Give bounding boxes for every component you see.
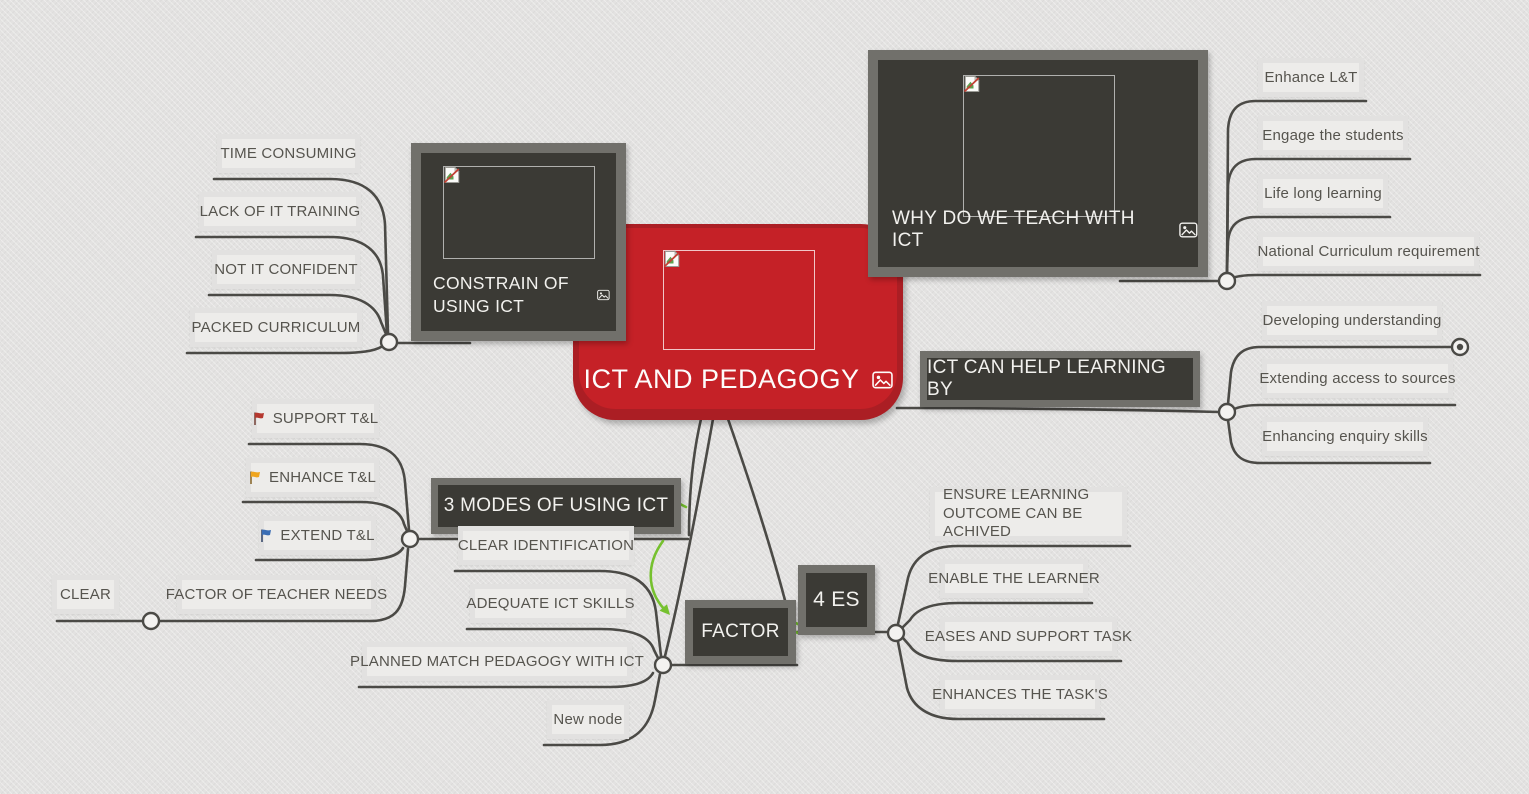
node-label: FACTOR OF TEACHER NEEDS bbox=[165, 586, 388, 603]
node-label: CLEAR IDENTIFICATION bbox=[457, 537, 635, 554]
node-packed-curriculum[interactable]: PACKED CURRICULUM bbox=[190, 308, 362, 347]
topic-constrain[interactable]: CONSTRAIN OF USING ICT bbox=[411, 143, 626, 341]
topic-es[interactable]: 4 ES bbox=[798, 565, 875, 635]
node-enable-the-learner[interactable]: ENABLE THE LEARNER bbox=[928, 559, 1100, 598]
image-outline-icon bbox=[1179, 222, 1198, 238]
junction-help[interactable] bbox=[1217, 402, 1237, 422]
flag-icon-red bbox=[253, 412, 264, 425]
node-label: LACK OF IT TRAINING bbox=[199, 203, 361, 220]
image-outline-icon bbox=[597, 290, 610, 301]
central-title: ICT AND PEDAGOGY bbox=[579, 364, 897, 395]
junction-factor[interactable] bbox=[653, 655, 673, 675]
node-developing-understanding[interactable]: Developing understanding bbox=[1262, 301, 1442, 340]
image-placeholder[interactable] bbox=[663, 250, 815, 350]
node-extend-tl[interactable]: EXTEND T&L bbox=[259, 516, 376, 555]
node-label: Extending access to sources bbox=[1259, 370, 1456, 387]
node-engage-students[interactable]: Engage the students bbox=[1258, 116, 1408, 155]
node-enhancing-enquiry[interactable]: Enhancing enquiry skills bbox=[1262, 417, 1428, 456]
node-label: PLANNED MATCH PEDAGOGY WITH ICT bbox=[350, 653, 645, 670]
node-label: New node bbox=[553, 711, 623, 728]
node-enhance-lt[interactable]: Enhance L&T bbox=[1258, 58, 1364, 97]
node-label: TIME CONSUMING bbox=[220, 145, 357, 162]
node-extending-access[interactable]: Extending access to sources bbox=[1259, 359, 1456, 398]
node-label: NOT IT CONFIDENT bbox=[214, 261, 358, 278]
topic-label: WHY DO WE TEACH WITH ICT bbox=[892, 208, 1135, 251]
line-end-marker[interactable] bbox=[1450, 337, 1470, 357]
branch-factor-lines bbox=[357, 569, 799, 747]
image-placeholder[interactable] bbox=[963, 75, 1115, 217]
junction-why[interactable] bbox=[1217, 271, 1237, 291]
topic-title: CONSTRAIN OF USING ICT bbox=[433, 272, 610, 319]
topic-title: WHY DO WE TEACH WITH ICT bbox=[892, 208, 1198, 252]
node-eases-and-support-task[interactable]: EASES AND SUPPORT TASK bbox=[925, 617, 1132, 656]
topic-why[interactable]: WHY DO WE TEACH WITH ICT bbox=[868, 50, 1208, 277]
node-label: CLEAR bbox=[59, 586, 112, 603]
broken-image-icon bbox=[663, 250, 680, 268]
node-label: National Curriculum requirement bbox=[1257, 243, 1480, 260]
node-clear-identification[interactable]: CLEAR IDENTIFICATION bbox=[458, 526, 634, 565]
node-label: ENABLE THE LEARNER bbox=[928, 570, 1100, 587]
node-label: EXTEND T&L bbox=[280, 527, 375, 544]
node-label: ENHANCE T&L bbox=[269, 469, 376, 486]
expand-junctions bbox=[141, 271, 1470, 675]
node-label: Life long learning bbox=[1264, 185, 1382, 202]
node-national-curriculum[interactable]: National Curriculum requirement bbox=[1257, 232, 1480, 271]
node-new-node[interactable]: New node bbox=[547, 700, 629, 739]
junction-constrain[interactable] bbox=[379, 332, 399, 352]
node-label: Engage the students bbox=[1262, 127, 1404, 144]
topic-modes[interactable]: 3 MODES OF USING ICT bbox=[431, 478, 681, 534]
node-enhance-tl[interactable]: ENHANCE T&L bbox=[246, 458, 379, 497]
central-node[interactable]: ICT AND PEDAGOGY bbox=[573, 224, 903, 420]
flag-icon-blue bbox=[261, 529, 272, 542]
topic-factor[interactable]: FACTOR bbox=[685, 600, 796, 664]
branch-constrain-lines bbox=[185, 177, 472, 355]
node-factor-teacher-needs[interactable]: FACTOR OF TEACHER NEEDS bbox=[166, 575, 387, 614]
broken-image-icon bbox=[443, 166, 460, 184]
junction-modes[interactable] bbox=[400, 529, 420, 549]
node-clear[interactable]: CLEAR bbox=[52, 575, 119, 614]
junction-teacher-needs[interactable] bbox=[141, 611, 161, 631]
topic-label: 4 ES bbox=[813, 588, 860, 611]
node-lifelong-learning[interactable]: Life long learning bbox=[1258, 174, 1388, 213]
node-ensure-learning-outcome[interactable]: ENSURE LEARNING OUTCOME CAN BE ACHIVED bbox=[930, 485, 1127, 541]
junction-es[interactable] bbox=[886, 623, 906, 643]
node-enhances-the-tasks[interactable]: ENHANCES THE TASK'S bbox=[932, 675, 1108, 714]
node-label: ENHANCES THE TASK'S bbox=[932, 686, 1108, 703]
broken-image-icon bbox=[963, 75, 980, 93]
topic-label: 3 MODES OF USING ICT bbox=[443, 495, 669, 516]
central-node-body: ICT AND PEDAGOGY bbox=[579, 228, 897, 409]
node-label: PACKED CURRICULUM bbox=[191, 319, 361, 336]
node-support-tl[interactable]: SUPPORT T&L bbox=[252, 399, 379, 438]
image-outline-icon bbox=[871, 371, 893, 388]
node-planned-match-pedagogy[interactable]: PLANNED MATCH PEDAGOGY WITH ICT bbox=[350, 642, 644, 681]
node-label: Enhancing enquiry skills bbox=[1262, 428, 1428, 445]
node-not-it-confident[interactable]: NOT IT CONFIDENT bbox=[212, 250, 360, 289]
node-label: EASES AND SUPPORT TASK bbox=[924, 628, 1133, 645]
topic-label: CONSTRAIN OF USING ICT bbox=[433, 272, 569, 317]
node-label: SUPPORT T&L bbox=[272, 410, 379, 427]
topic-help[interactable]: ICT CAN HELP LEARNING BY bbox=[920, 351, 1200, 407]
flag-icon-orange bbox=[250, 471, 261, 484]
node-label: Enhance L&T bbox=[1264, 69, 1358, 86]
image-placeholder[interactable] bbox=[443, 166, 595, 259]
central-label: ICT AND PEDAGOGY bbox=[583, 364, 860, 394]
node-label: ADEQUATE ICT SKILLS bbox=[466, 595, 635, 612]
node-time-consuming[interactable]: TIME CONSUMING bbox=[217, 134, 360, 173]
node-label: ENSURE LEARNING OUTCOME CAN BE ACHIVED bbox=[943, 485, 1090, 541]
node-label: Developing understanding bbox=[1262, 312, 1442, 329]
topic-label: ICT CAN HELP LEARNING BY bbox=[927, 357, 1166, 400]
node-lack-it-training[interactable]: LACK OF IT TRAINING bbox=[199, 192, 361, 231]
topic-label: FACTOR bbox=[701, 621, 780, 642]
node-adequate-ict-skills[interactable]: ADEQUATE ICT SKILLS bbox=[466, 584, 634, 623]
